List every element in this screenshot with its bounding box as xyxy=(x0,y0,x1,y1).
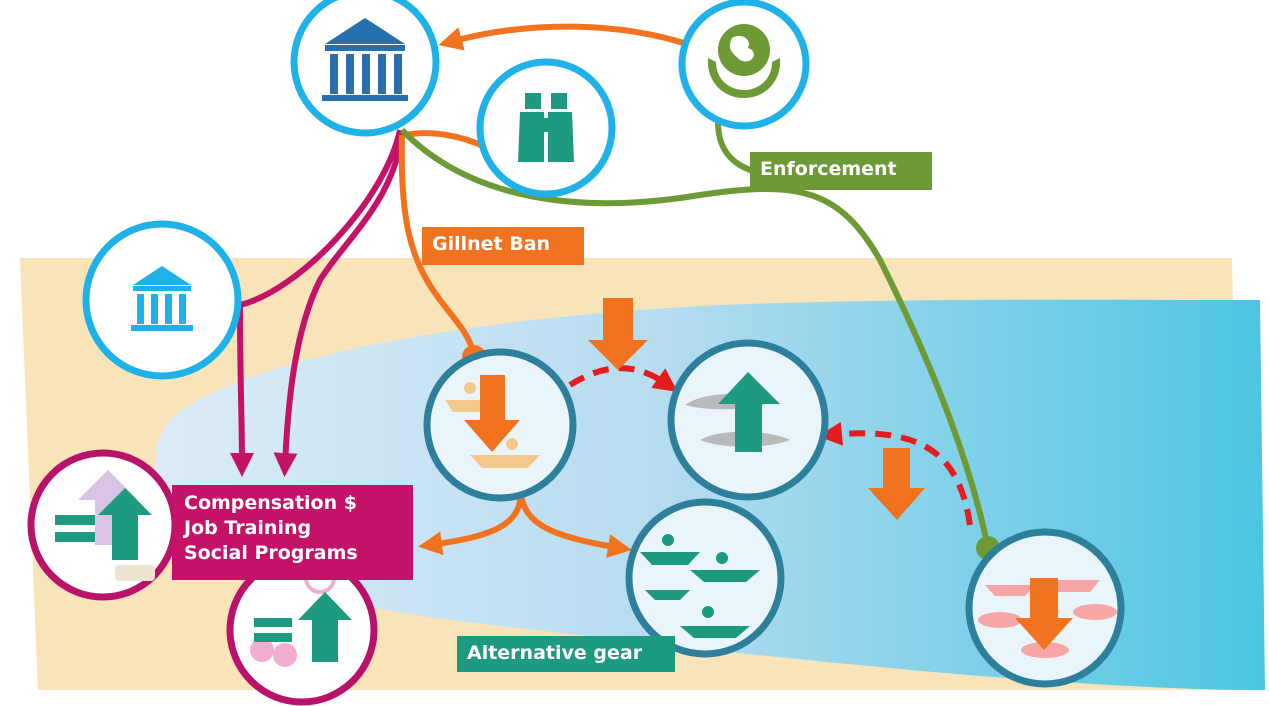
income-up-icon xyxy=(27,449,179,601)
fish-to-dolphin-link xyxy=(818,421,973,526)
alternative-gear-boats-icon xyxy=(625,498,785,658)
pressure-down-arrow-2 xyxy=(868,448,925,520)
dolphin-up-icon xyxy=(667,339,829,501)
fish-down-icon xyxy=(965,528,1125,688)
enforcement-label: Enforcement xyxy=(750,152,932,190)
flow-gov-enforcement xyxy=(399,127,991,549)
compensation-label: Compensation $ Job Training Social Progr… xyxy=(172,485,413,580)
hands-globe-icon xyxy=(678,0,810,130)
binoculars-icon xyxy=(476,58,616,198)
local-government-icon xyxy=(82,220,242,380)
job-training-line: Job Training xyxy=(184,517,312,539)
compensation-line: Compensation $ xyxy=(184,492,357,514)
wellbeing-up-icon xyxy=(226,554,378,706)
social-programs-line: Social Programs xyxy=(184,542,358,564)
fishing-boats-down-icon xyxy=(423,348,577,502)
alternative-gear-label: Alternative gear xyxy=(457,636,675,672)
pressure-down-arrow-1 xyxy=(588,298,648,370)
flow-ngo-to-gov xyxy=(438,23,691,51)
gillnet-ban-label: Gillnet Ban xyxy=(422,227,584,265)
flow-gillnet-ban xyxy=(398,134,477,356)
government-building-icon xyxy=(290,0,440,137)
flow-gov-to-compensation-2 xyxy=(273,131,405,477)
flow-gov-to-compensation-1 xyxy=(229,129,403,477)
effort-to-dolphin-link xyxy=(568,365,678,392)
